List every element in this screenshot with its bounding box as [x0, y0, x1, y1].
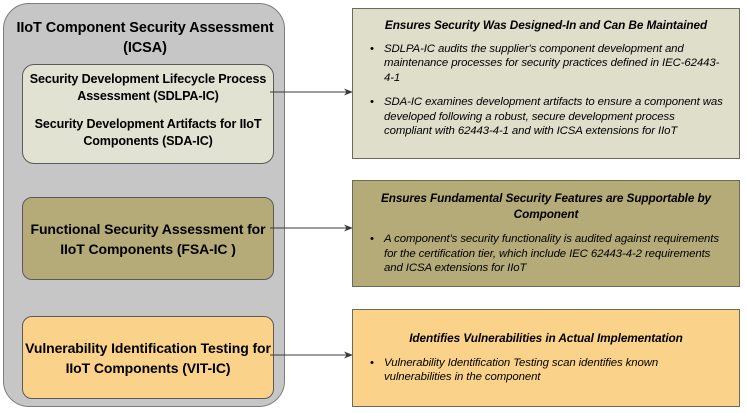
- icsa-title: IIoT Component Security Assessment (ICSA…: [16, 20, 274, 56]
- list-item: • Vulnerability Identification Testing s…: [353, 356, 739, 385]
- list-item-text: SDA-IC examines development artifacts to…: [384, 96, 723, 138]
- fsa-ic-box: Functional Security Assessment for IIoT …: [22, 197, 274, 280]
- panel-vulnerabilities: Identifies Vulnerabilities in Actual Imp…: [352, 309, 740, 407]
- bullet-icon: •: [370, 356, 374, 369]
- list-item-text: A component's security functionality is …: [384, 233, 719, 275]
- sda-ic-label: Security Development Artifacts for IIoT …: [34, 117, 262, 148]
- sdlpa-ic-label: Security Development Lifecycle Process A…: [29, 72, 267, 103]
- list-item: • SDLPA-IC audits the supplier's compone…: [353, 42, 739, 86]
- bullet-icon: •: [370, 42, 374, 55]
- panel-fundamental-features-bullets: • A component's security functionality i…: [353, 232, 739, 276]
- panel-designed-in-heading: Ensures Security Was Designed-In and Can…: [384, 18, 708, 32]
- panel-designed-in-bullets: • SDLPA-IC audits the supplier's compone…: [353, 42, 739, 140]
- list-item: • A component's security functionality i…: [353, 232, 739, 276]
- sdlpa-sda-box: Security Development Lifecycle Process A…: [22, 64, 274, 164]
- panel-fundamental-features-heading: Ensures Fundamental Security Features ar…: [380, 191, 712, 221]
- panel-vulnerabilities-heading: Identifies Vulnerabilities in Actual Imp…: [409, 331, 683, 345]
- panel-designed-in: Ensures Security Was Designed-In and Can…: [352, 8, 740, 159]
- panel-fundamental-features: Ensures Fundamental Security Features ar…: [352, 180, 740, 287]
- vit-ic-box: Vulnerability Identification Testing for…: [22, 316, 274, 399]
- icsa-container: IIoT Component Security Assessment (ICSA…: [3, 3, 285, 407]
- fsa-ic-label: Functional Security Assessment for IIoT …: [30, 220, 266, 257]
- list-item-text: SDLPA-IC audits the supplier's component…: [384, 42, 720, 84]
- list-item-text: Vulnerability Identification Testing sca…: [384, 356, 659, 384]
- panel-vulnerabilities-bullets: • Vulnerability Identification Testing s…: [353, 356, 739, 385]
- list-item: • SDA-IC examines development artifacts …: [353, 95, 739, 139]
- bullet-icon: •: [370, 96, 374, 109]
- vit-ic-label: Vulnerability Identification Testing for…: [25, 339, 271, 376]
- bullet-icon: •: [370, 233, 374, 245]
